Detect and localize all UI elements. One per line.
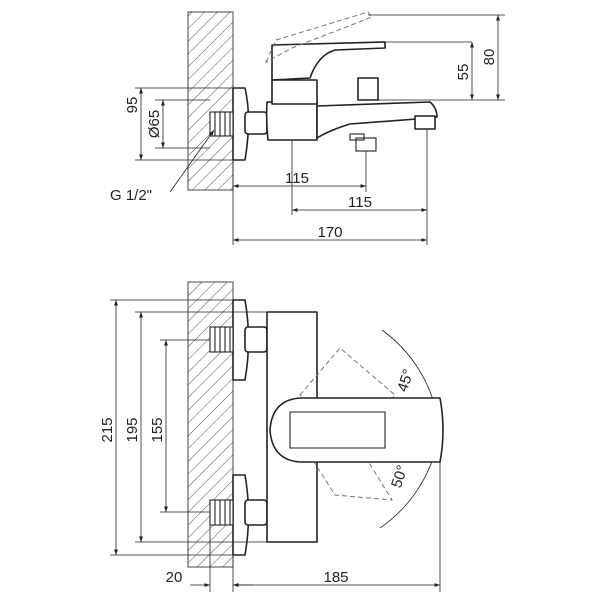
handle-lever-side bbox=[271, 41, 386, 81]
diverter-knob-side bbox=[357, 77, 379, 101]
dim-185: 185 bbox=[323, 569, 348, 586]
upper-thread-front bbox=[209, 326, 234, 353]
handle-raised-outline bbox=[264, 11, 373, 64]
angle-45: 45° bbox=[394, 367, 417, 394]
upper-nut-front bbox=[244, 326, 268, 353]
dim-115-upper: 115 bbox=[285, 170, 309, 187]
dim-170: 170 bbox=[317, 224, 342, 241]
dim-55: 55 bbox=[455, 64, 472, 81]
handle-lever-front bbox=[269, 397, 444, 463]
dim-95: 95 bbox=[124, 97, 141, 114]
mixer-body-side bbox=[265, 101, 318, 141]
lower-thread-front bbox=[209, 499, 234, 526]
connector-nut-side bbox=[244, 111, 268, 135]
spout-aerator bbox=[414, 115, 436, 130]
lower-nut-front bbox=[244, 499, 268, 526]
dim-80: 80 bbox=[481, 49, 498, 66]
dim-115-lower: 115 bbox=[348, 194, 372, 211]
thread-size-label: G 1/2" bbox=[110, 187, 152, 204]
dim-dia-65: Ø65 bbox=[146, 110, 163, 138]
dim-195: 195 bbox=[124, 417, 141, 442]
wall-hatch-side bbox=[187, 11, 234, 191]
dim-20: 20 bbox=[166, 569, 183, 586]
handle-rotated-50 bbox=[299, 439, 393, 501]
side-view: 80 55 95 Ø65 G 1/2" 115 115 170 bbox=[110, 11, 505, 245]
inlet-thread-side bbox=[209, 111, 234, 137]
dim-155: 155 bbox=[149, 417, 166, 442]
front-view: 45° 50° 215 195 155 20 185 bbox=[99, 281, 444, 592]
dim-215: 215 bbox=[99, 417, 116, 442]
angle-50: 50° bbox=[388, 463, 411, 490]
cartridge-cap-side bbox=[271, 79, 318, 105]
